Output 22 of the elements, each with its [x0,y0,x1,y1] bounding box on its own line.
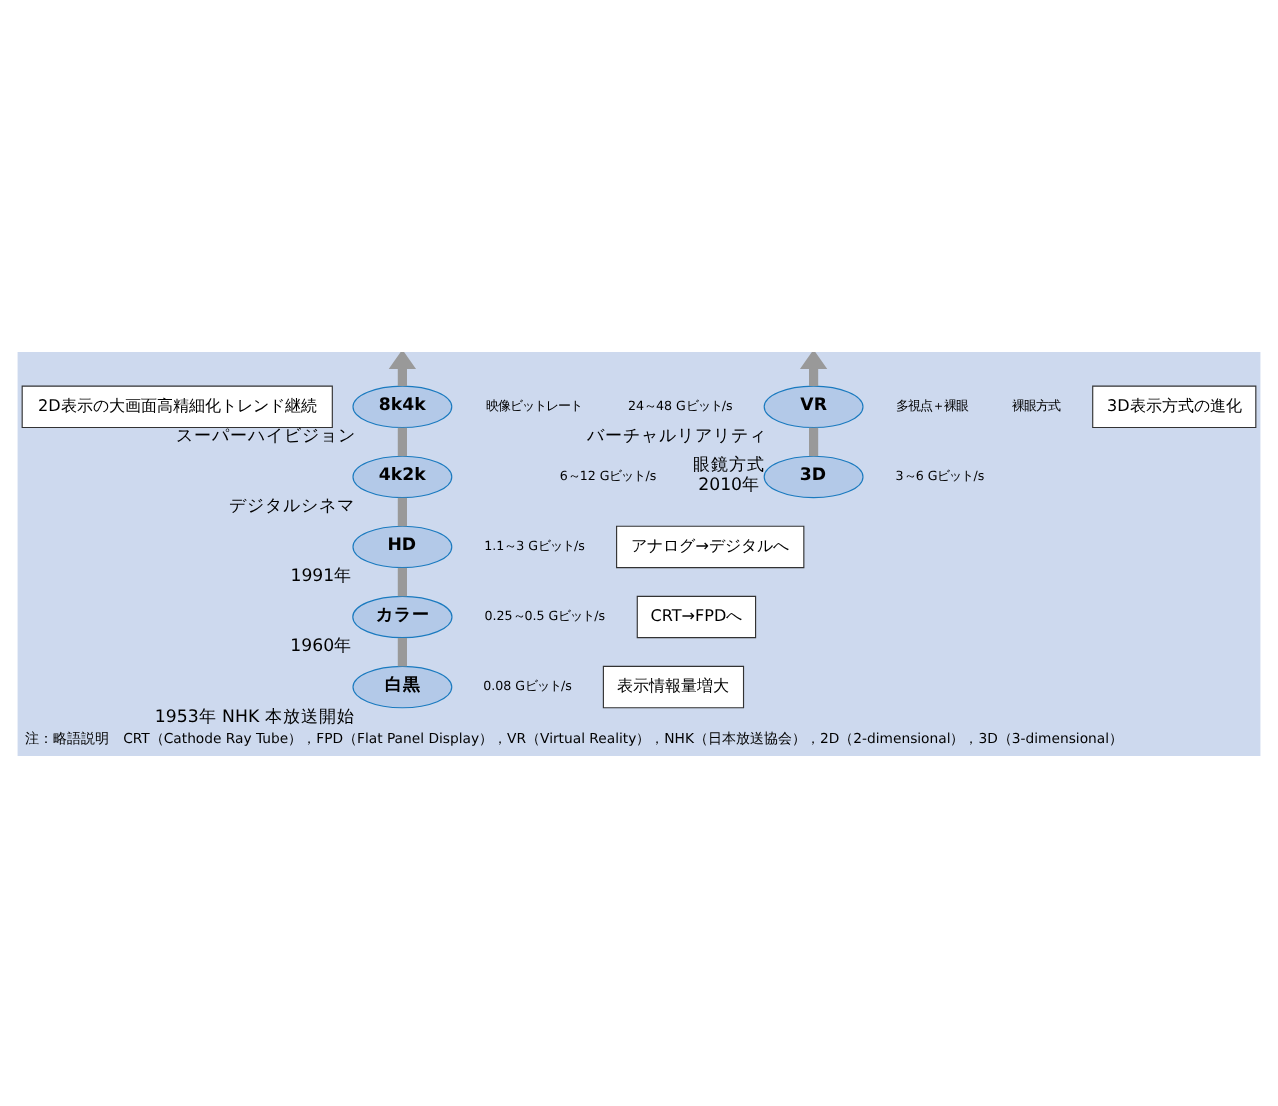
node-ellipse: 4k2k [352,454,453,498]
node-ellipse: 8k4k [352,384,453,428]
node-ellipse: カラー [352,594,453,638]
connector [397,566,407,596]
connector [809,426,819,456]
arrow [388,351,416,386]
node-label: デジタルシネマ [229,496,356,517]
node-label: 眼鏡方式 [693,454,766,475]
node-label: 1991年 [290,566,353,587]
node-label: スーパーハイビジョン [176,426,357,447]
node-label: 1953年 NHK 本放送開始 [154,706,355,727]
connector [397,636,407,666]
arrow [799,351,828,386]
node-label: 2010年 [698,474,761,495]
node-ellipse: VR [763,384,864,428]
connector [397,426,407,456]
connector [397,496,407,526]
node-ellipse: 3D [763,454,864,498]
node-ellipse: HD [352,524,453,568]
node-label: 1960年 [290,636,353,657]
node-label: バーチャルリアリティ [587,426,768,447]
node-ellipse: 白黒 [352,664,453,708]
